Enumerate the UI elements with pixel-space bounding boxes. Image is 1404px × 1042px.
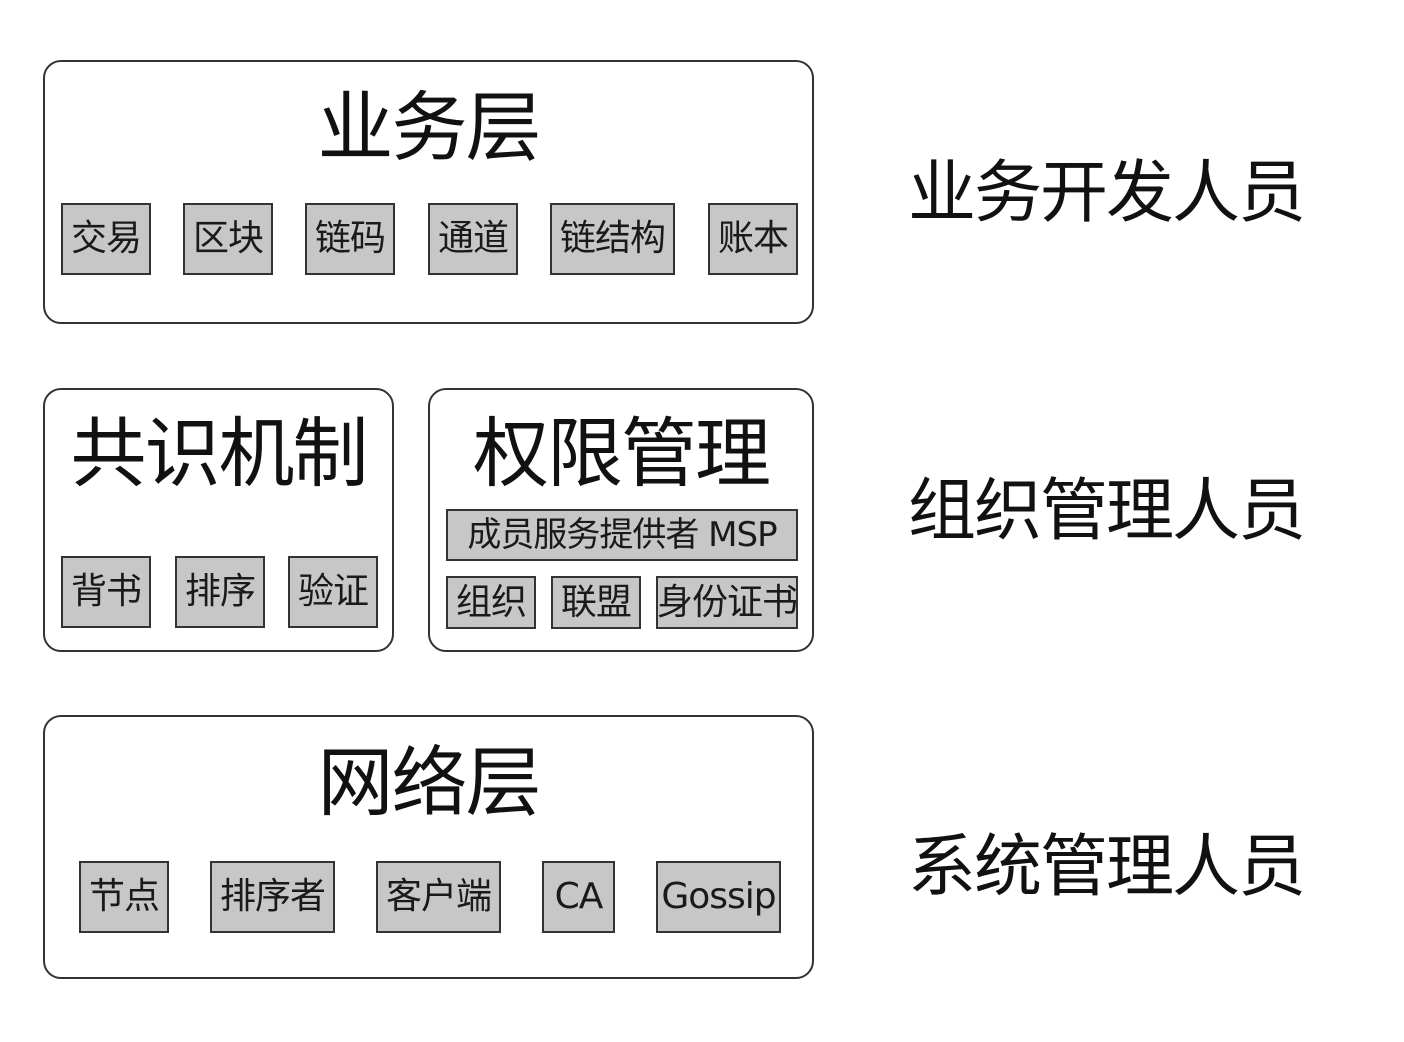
consensus-item-endorse: 背书 (61, 556, 151, 628)
business-item-chaincode: 链码 (305, 203, 395, 275)
network-item-gossip: Gossip (656, 861, 781, 933)
network-item-node: 节点 (79, 861, 169, 933)
network-item-client: 客户端 (376, 861, 501, 933)
business-item-chain-structure: 链结构 (550, 203, 675, 275)
business-item-block: 区块 (183, 203, 273, 275)
consensus-item-order: 排序 (175, 556, 265, 628)
network-item-orderer: 排序者 (210, 861, 335, 933)
permission-item-organization: 组织 (446, 576, 536, 629)
consensus-box: 共识机制 背书 排序 验证 (43, 388, 394, 652)
permission-item-consortium: 联盟 (551, 576, 641, 629)
business-item-channel: 通道 (428, 203, 518, 275)
network-layer-box: 网络层 节点 排序者 客户端 CA Gossip (43, 715, 814, 979)
network-layer-title: 网络层 (317, 738, 542, 827)
permission-title: 权限管理 (473, 409, 771, 498)
role-system-admin: 系统管理人员 (908, 828, 1306, 907)
business-layer-box: 业务层 交易 区块 链码 通道 链结构 账本 (43, 60, 814, 324)
permission-box: 权限管理 成员服务提供者 MSP 组织 联盟 身份证书 (428, 388, 814, 652)
role-organization-admin: 组织管理人员 (908, 472, 1306, 551)
consensus-item-validate: 验证 (288, 556, 378, 628)
business-item-ledger: 账本 (708, 203, 798, 275)
consensus-title: 共识机制 (70, 409, 369, 498)
msp-bar: 成员服务提供者 MSP (446, 509, 798, 561)
network-item-ca: CA (542, 861, 615, 933)
business-item-transaction: 交易 (61, 203, 151, 275)
permission-item-identity-cert: 身份证书 (656, 576, 798, 629)
role-business-developer: 业务开发人员 (908, 154, 1306, 233)
business-layer-title: 业务层 (317, 83, 542, 172)
